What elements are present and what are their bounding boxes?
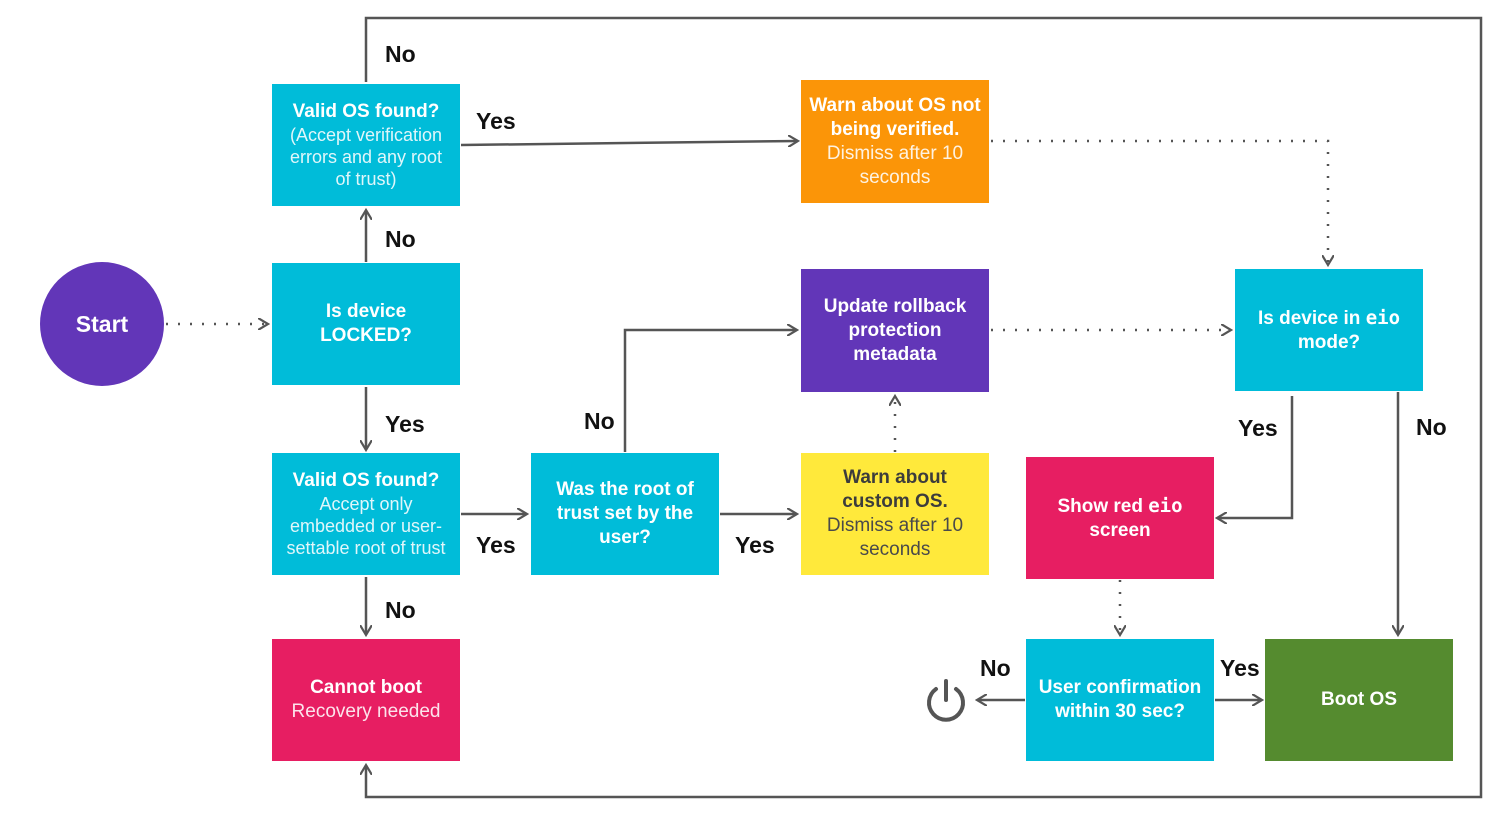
node-title-suffix: mode?: [1297, 331, 1361, 353]
warn-custom-node: Warn about custom OS. Dismiss after 10 s…: [801, 453, 989, 575]
warn-unverified-node: Warn about OS not being verified. Dismis…: [801, 80, 989, 203]
power-icon: [921, 676, 971, 726]
eio-mode-node: Is device in eio mode?: [1235, 269, 1423, 391]
label-yes-confirm: Yes: [1220, 655, 1260, 681]
arrow-warn-to-eio: [991, 139, 1328, 265]
is-locked-node: Is device LOCKED?: [272, 263, 460, 385]
label-no-confirm: No: [980, 655, 1011, 681]
label-no-root: No: [584, 408, 615, 434]
node-title: Is device LOCKED?: [320, 301, 412, 346]
node-note: Recovery needed: [291, 701, 441, 722]
user-confirm-node: User confirmation within 30 sec?: [1026, 639, 1214, 761]
label-no-valid-locked: No: [385, 597, 416, 623]
label-yes-root: Yes: [735, 532, 775, 558]
node-title: User confirmation within 30 sec?: [1038, 677, 1202, 722]
arrow-valid-unlocked-yes: [460, 141, 798, 145]
node-title: Warn about custom OS.: [842, 467, 948, 512]
start-label: Start: [75, 310, 129, 337]
node-title: Valid OS found?: [292, 101, 440, 122]
label-yes-locked: Yes: [385, 411, 425, 437]
node-title-prefix: Show red: [1057, 495, 1149, 517]
root-of-trust-node: Was the root of trust set by the user?: [531, 453, 719, 575]
node-note: Dismiss after 10 seconds: [826, 515, 964, 560]
node-title: Cannot boot: [310, 677, 422, 698]
label-no-locked: No: [385, 226, 416, 252]
node-note: Dismiss after 10 seconds: [826, 142, 964, 188]
red-eio-screen-node: Show red eio screen: [1026, 457, 1214, 579]
update-rollback-node: Update rollback protection metadata: [801, 269, 989, 392]
valid-os-locked-node: Valid OS found? Accept only embedded or …: [272, 453, 460, 575]
node-title-suffix: screen: [1089, 519, 1151, 541]
node-title: Update rollback protection metadata: [823, 295, 967, 365]
node-title-code: eio: [1148, 494, 1183, 517]
node-note: (Accept verification errors and any root…: [289, 125, 443, 189]
cannot-boot-node: Cannot boot Recovery needed: [272, 639, 460, 761]
arrow-root-no: [623, 330, 797, 452]
valid-os-unlocked-node: Valid OS found? (Accept verification err…: [272, 84, 460, 206]
label-yes-valid-locked: Yes: [476, 532, 516, 558]
start-node: Start: [40, 262, 164, 386]
arrow-loop-no: [366, 16, 1483, 799]
label-no-eio: No: [1416, 414, 1447, 440]
label-yes-valid-unlocked: Yes: [476, 108, 516, 134]
node-title: Show red eio screen: [1034, 494, 1206, 543]
node-title-code: eio: [1365, 306, 1401, 329]
node-title: Was the root of trust set by the user?: [556, 479, 694, 548]
node-title-prefix: Is device in: [1257, 307, 1366, 329]
node-title: Is device in eio mode?: [1243, 306, 1415, 355]
node-title: Valid OS found?: [292, 470, 440, 491]
boot-os-node: Boot OS: [1265, 639, 1453, 761]
node-title: Warn about OS not being verified.: [809, 94, 981, 140]
node-title: Boot OS: [1321, 689, 1397, 710]
node-note: Accept only embedded or user-settable ro…: [286, 494, 446, 558]
arrow-eio-yes: [1217, 396, 1294, 518]
label-yes-eio: Yes: [1238, 415, 1278, 441]
label-no-top: No: [385, 41, 416, 67]
